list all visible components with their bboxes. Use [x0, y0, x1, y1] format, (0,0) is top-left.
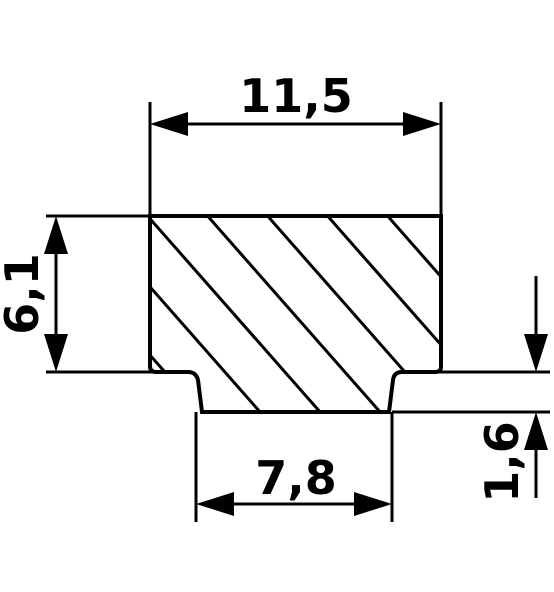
dimension-top-width: 11,5: [150, 69, 441, 136]
arrow-up-icon: [524, 412, 548, 450]
step-height-label: 1,6: [475, 421, 529, 503]
dimension-bottom-width: 7,8: [196, 451, 392, 516]
dimension-height: 6,1: [0, 216, 68, 372]
arrow-right-icon: [354, 492, 392, 516]
arrow-down-icon: [44, 334, 68, 372]
extension-lines: [46, 102, 550, 522]
arrow-left-icon: [150, 112, 188, 136]
top-width-label: 11,5: [239, 69, 353, 123]
arrow-up-icon: [44, 216, 68, 254]
arrow-left-icon: [196, 492, 234, 516]
arrow-down-icon: [524, 334, 548, 372]
height-label: 6,1: [0, 253, 49, 335]
dimension-step-height: 1,6: [475, 276, 548, 503]
profile-hatching: [150, 216, 441, 412]
bottom-width-label: 7,8: [255, 451, 337, 505]
arrow-right-icon: [403, 112, 441, 136]
